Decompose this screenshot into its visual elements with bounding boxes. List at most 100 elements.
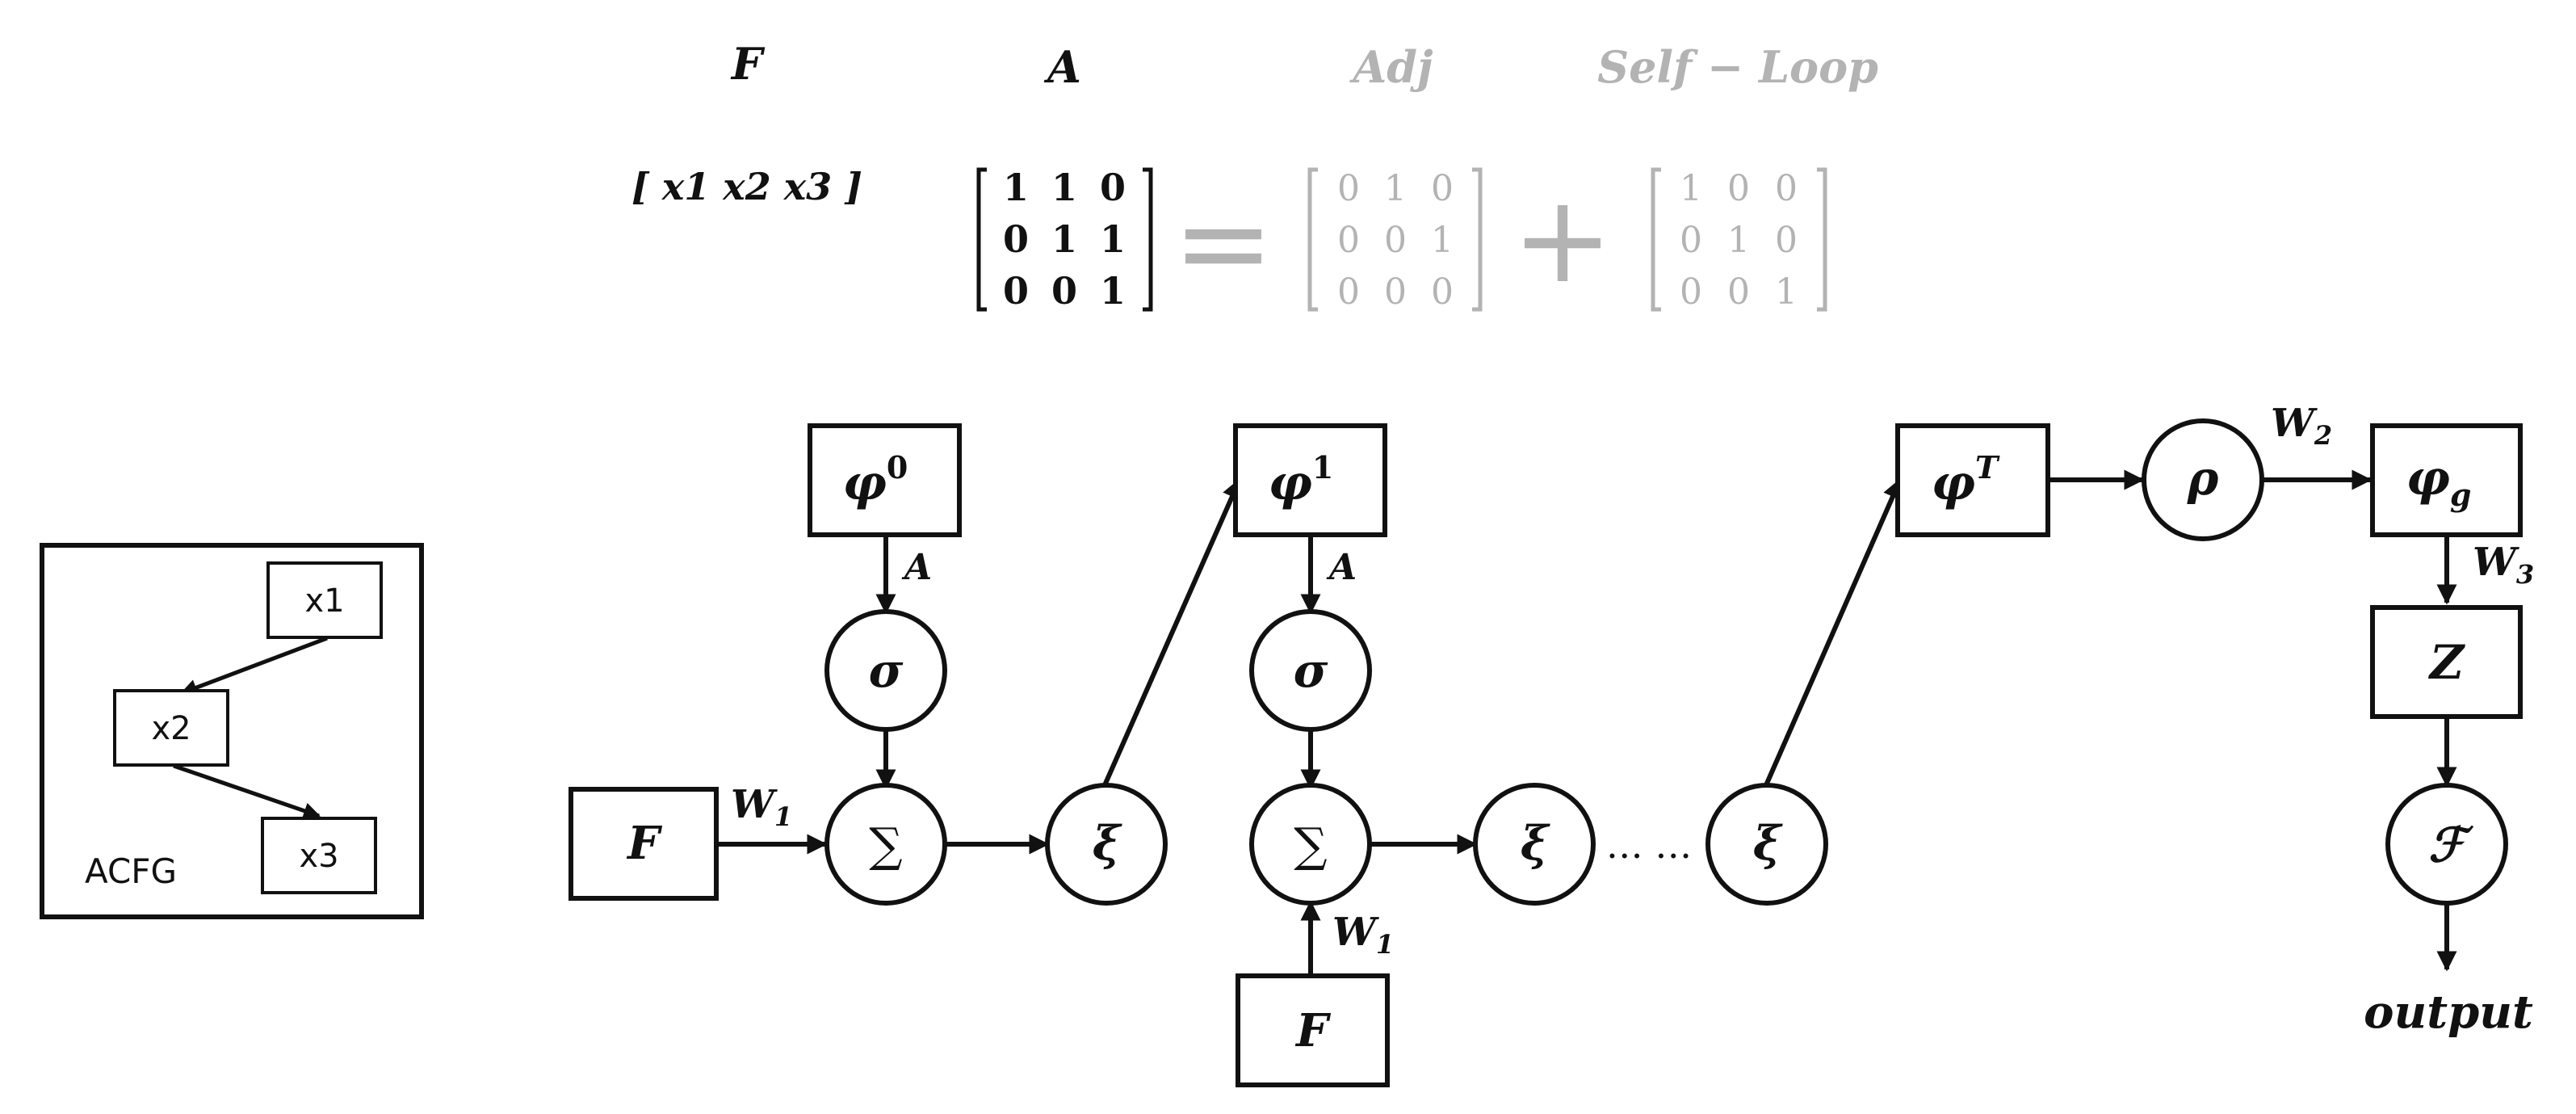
acfg-caption: ACFG bbox=[85, 851, 177, 891]
matrix-selfloop-cell: 1 bbox=[1727, 220, 1750, 261]
node-xi-1-label: ξ bbox=[1093, 816, 1122, 871]
matrix-adj-cell: 0 bbox=[1384, 220, 1407, 261]
node-phi0 bbox=[808, 423, 962, 537]
node-sigma-1 bbox=[824, 609, 947, 732]
node-phig-main: φ bbox=[2406, 450, 2450, 507]
node-phiT-main: φ bbox=[1932, 455, 1975, 511]
node-phig-label: φg bbox=[2406, 450, 2472, 513]
node-phig-sub: g bbox=[2450, 477, 2472, 513]
matrix-selfloop-cell: 0 bbox=[1727, 168, 1750, 209]
acfg-node-x3 bbox=[261, 817, 377, 894]
node-phiT bbox=[1895, 423, 2050, 537]
matrix-selfloop: 1 0 0 0 1 0 0 0 1 bbox=[1651, 167, 1827, 313]
node-phiT-sup: T bbox=[1975, 449, 2000, 486]
matrix-selfloop-cell: 1 bbox=[1680, 168, 1702, 209]
node-z bbox=[2370, 605, 2523, 719]
node-phi0-label: φ0 bbox=[843, 449, 908, 511]
edge-label-w1-left: W1 bbox=[731, 782, 792, 832]
acfg-node-x3-label: x3 bbox=[299, 838, 338, 875]
node-sigma-2 bbox=[1249, 609, 1372, 732]
node-phi1-label: φ1 bbox=[1269, 449, 1334, 511]
header-a-label: A bbox=[1043, 41, 1081, 93]
node-sum-1 bbox=[824, 783, 947, 906]
matrix-selfloop-left-bracket bbox=[1651, 167, 1661, 312]
acfg-node-x2-label: x2 bbox=[151, 710, 191, 747]
matrix-a-cell: 0 bbox=[1100, 166, 1126, 209]
matrix-a-cell: 1 bbox=[1003, 166, 1029, 209]
matrix-a-cell: 1 bbox=[1051, 166, 1077, 209]
node-cal-f bbox=[2385, 783, 2508, 906]
edge-label-w3: W3 bbox=[2473, 540, 2534, 590]
node-xi-1 bbox=[1045, 783, 1168, 906]
acfg-node-x1 bbox=[266, 561, 383, 639]
node-sigma-1-label: σ bbox=[869, 643, 904, 698]
edge-label-w1-left-sub: 1 bbox=[774, 801, 792, 832]
matrix-selfloop-cell: 1 bbox=[1775, 271, 1798, 313]
matrix-adj-cell: 0 bbox=[1337, 220, 1360, 261]
edge-label-w1-bottom-main: W bbox=[1332, 910, 1379, 955]
matrix-adj-cell: 0 bbox=[1337, 168, 1360, 209]
ellipsis: … … bbox=[1606, 823, 1693, 867]
edge-label-w3-sub: 3 bbox=[2516, 559, 2534, 590]
node-rho bbox=[2142, 418, 2264, 541]
acfg-edge-x1-x2 bbox=[180, 636, 328, 696]
matrix-a-cell: 1 bbox=[1100, 217, 1126, 261]
header-selfloop-label: Self − Loop bbox=[1597, 41, 1878, 93]
plus-sign: + bbox=[1512, 170, 1613, 310]
matrix-adj-left-bracket bbox=[1307, 167, 1318, 312]
matrix-selfloop-cell: 0 bbox=[1680, 271, 1702, 313]
equals-sign: = bbox=[1173, 173, 1274, 313]
matrix-a-cell: 1 bbox=[1051, 217, 1077, 261]
matrix-selfloop-cell: 0 bbox=[1775, 220, 1798, 261]
edge-label-w1-bottom-sub: 1 bbox=[1376, 929, 1394, 960]
matrix-selfloop-cell: 0 bbox=[1727, 271, 1750, 313]
matrix-a-right-bracket bbox=[1143, 167, 1153, 312]
matrix-adj-cell: 1 bbox=[1384, 168, 1407, 209]
edge-label-w1-left-main: W bbox=[731, 782, 778, 827]
node-phiT-label: φT bbox=[1932, 449, 2000, 511]
header-adj-label: Adj bbox=[1349, 41, 1433, 93]
matrix-a-cell: 0 bbox=[1003, 269, 1029, 313]
matrix-adj-cell: 0 bbox=[1431, 271, 1454, 313]
matrix-a-cell: 0 bbox=[1003, 217, 1029, 261]
edges bbox=[716, 469, 2457, 976]
node-xi-2 bbox=[1473, 783, 1596, 906]
edge-label-a1: A bbox=[901, 547, 932, 588]
node-xi-2-label: ξ bbox=[1521, 816, 1550, 871]
node-f-input-label: F bbox=[626, 817, 663, 870]
node-sum-1-label: ∑ bbox=[869, 818, 902, 872]
output-label: output bbox=[2364, 986, 2533, 1039]
acfg-panel: x1 x2 x3 ACFG bbox=[40, 543, 424, 919]
node-phi0-main: φ bbox=[843, 455, 887, 511]
acfg-node-x2 bbox=[113, 689, 229, 767]
edge-xi1-phi1 bbox=[1102, 477, 1242, 787]
node-xi-3 bbox=[1705, 783, 1828, 906]
node-f-input bbox=[568, 787, 719, 901]
matrix-a-cell: 0 bbox=[1051, 269, 1077, 313]
matrix-selfloop-right-bracket bbox=[1817, 167, 1827, 312]
edge-label-w1-bottom: W1 bbox=[1332, 910, 1394, 960]
matrix-adj-cell: 0 bbox=[1384, 271, 1407, 313]
matrix-adj-cell: 0 bbox=[1431, 168, 1454, 209]
matrix-adj-cell: 0 bbox=[1337, 271, 1360, 313]
matrix-adj-right-bracket bbox=[1472, 167, 1483, 312]
edge-label-w2: W2 bbox=[2271, 401, 2332, 451]
node-z-label: Z bbox=[2428, 635, 2466, 690]
node-f-bottom-label: F bbox=[1294, 1004, 1332, 1057]
edge-label-a2: A bbox=[1326, 547, 1357, 588]
matrix-selfloop-cell: 0 bbox=[1775, 168, 1798, 209]
acfg-node-x1-label: x1 bbox=[304, 582, 344, 620]
matrix-a-cell: 1 bbox=[1100, 269, 1126, 313]
matrix-a: 1 1 0 0 1 1 0 0 1 bbox=[976, 166, 1153, 313]
node-rho-label: ρ bbox=[2187, 451, 2219, 506]
header-f-label: F bbox=[730, 38, 766, 90]
node-phi0-sup: 0 bbox=[887, 449, 908, 486]
node-f-bottom bbox=[1236, 973, 1390, 1087]
acfg-edge-x2-x3 bbox=[173, 763, 321, 819]
node-phi1-main: φ bbox=[1269, 455, 1312, 511]
matrix-adj-cell: 1 bbox=[1431, 220, 1454, 261]
node-sum-2 bbox=[1249, 783, 1372, 906]
node-phi1-sup: 1 bbox=[1312, 449, 1333, 486]
node-phi1 bbox=[1233, 423, 1387, 537]
